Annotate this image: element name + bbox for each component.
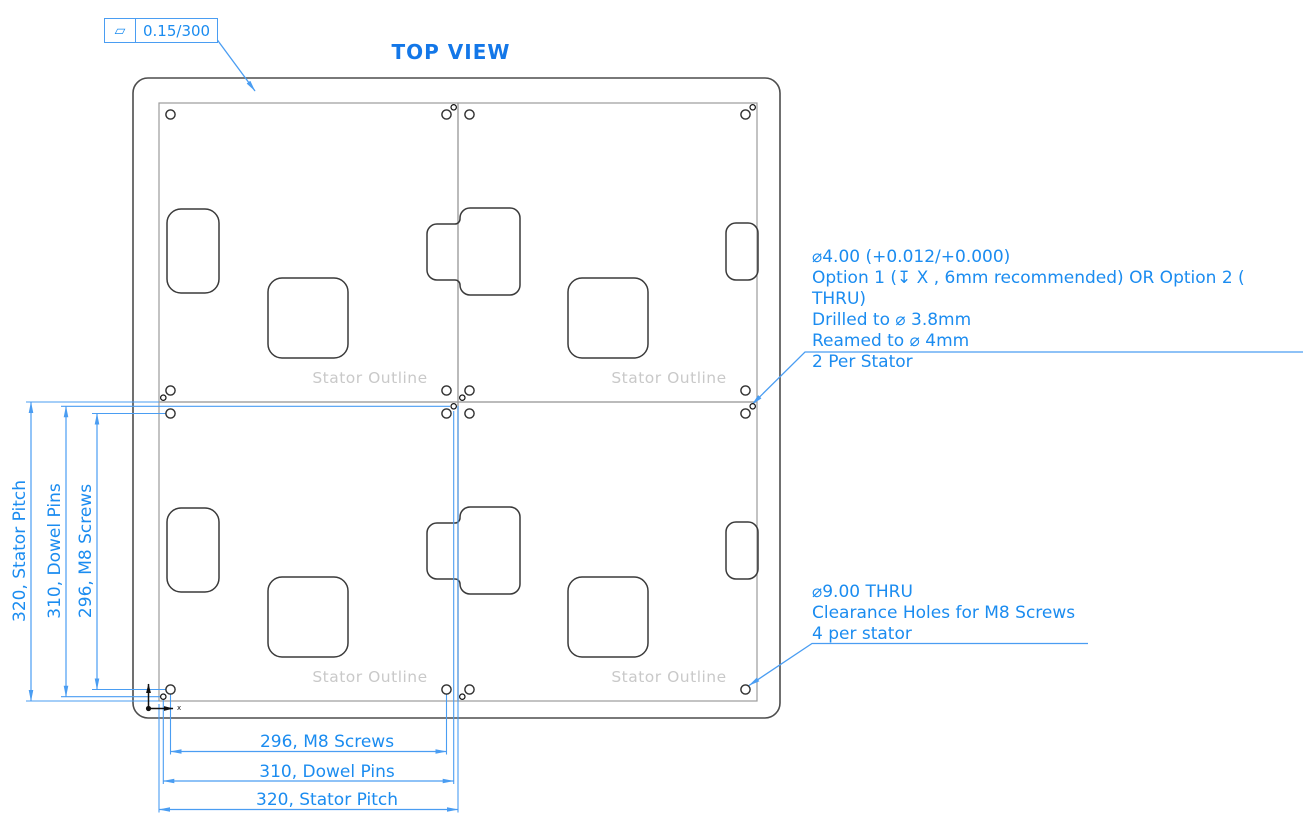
- dim-label-dowel-pins-horizontal: 310, Dowel Pins: [259, 762, 395, 782]
- dim-label-m8-screws-vertical: 296, M8 Screws: [76, 483, 96, 619]
- m8-clearance-hole: [740, 109, 751, 120]
- flatness-tolerance-value: 0.15/300: [143, 21, 211, 40]
- dowel-pin-hole: [458, 394, 466, 402]
- dimension-lines: [28, 401, 459, 812]
- m8-clearance-hole: [740, 385, 751, 396]
- view-title: TOP VIEW: [391, 40, 511, 64]
- stator-outline-label: Stator Outline: [312, 668, 428, 686]
- cutout-cross-bottom: [426, 506, 521, 595]
- dowel-pin-hole-note: ⌀4.00 (+0.012/+0.000) Option 1 (↧ X , 6m…: [812, 247, 1303, 373]
- m8-clearance-hole: [165, 109, 176, 120]
- stator-outline-label: Stator Outline: [611, 369, 727, 387]
- hole-pattern: [160, 104, 757, 701]
- m8-clearance-hole: [165, 385, 176, 396]
- m8-clearance-hole: [165, 408, 176, 419]
- leader-dowel-pin-note: [751, 351, 1303, 405]
- dowel-pin-hole: [450, 104, 458, 111]
- note-line: Reamed to ⌀ 4mm: [812, 331, 970, 351]
- note-line: Clearance Holes for M8 Screws: [812, 603, 1076, 623]
- m8-clearance-hole: [441, 408, 452, 419]
- base-plate-outline: [132, 77, 781, 719]
- m8-clearance-hole: [441, 684, 452, 695]
- dim-label-stator-pitch-vertical: 320, Stator Pitch: [10, 480, 30, 622]
- dowel-pin-hole: [749, 402, 757, 410]
- m8-clearance-hole: [740, 408, 751, 419]
- plate-cutouts: [166, 207, 759, 658]
- cutout-cross-top: [426, 207, 521, 296]
- stator-outline-label: Stator Outline: [611, 668, 727, 686]
- cutout-square-bottom-left: [267, 576, 349, 658]
- cutout-edge-tab-bottom: [725, 521, 759, 580]
- flatness-symbol-icon: ▱: [105, 19, 136, 42]
- m8-clearance-hole: [165, 684, 176, 695]
- m8-clearance-hole: [740, 684, 751, 695]
- origin-triad: [145, 683, 174, 712]
- flatness-tolerance-frame: ▱ 0.15/300: [104, 18, 219, 43]
- extension-lines: [26, 401, 459, 813]
- dim-label-m8-screws-horizontal: 296, M8 Screws: [259, 732, 395, 752]
- cutout-tall-slot-top: [166, 208, 220, 294]
- cutout-square-bottom-right: [567, 576, 649, 658]
- m8-clearance-hole: [464, 109, 475, 120]
- cutout-square-top-right: [567, 277, 649, 359]
- m8-clearance-hole: [441, 109, 452, 120]
- note-line: Drilled to ⌀ 3.8mm: [812, 310, 972, 330]
- dowel-pin-hole: [450, 402, 458, 410]
- note-line: ⌀4.00 (+0.012/+0.000): [812, 247, 1011, 267]
- m8-clearance-hole: [464, 684, 475, 695]
- note-line: ⌀9.00 THRU: [812, 582, 913, 602]
- dowel-pin-hole: [458, 693, 466, 701]
- stator-outline-label: Stator Outline: [312, 369, 428, 387]
- dowel-pin-hole: [160, 693, 167, 701]
- note-line: 2 Per Stator: [812, 352, 913, 372]
- dim-label-stator-pitch-horizontal: 320, Stator Pitch: [256, 790, 398, 810]
- leader-clearance-note: [748, 642, 1088, 687]
- m8-clearance-hole: [441, 385, 452, 396]
- cutout-square-top-left: [267, 277, 349, 359]
- dim-label-dowel-pins-vertical: 310, Dowel Pins: [45, 483, 65, 619]
- dowel-pin-hole: [160, 394, 167, 402]
- clearance-hole-note: ⌀9.00 THRU Clearance Holes for M8 Screws…: [812, 582, 1075, 645]
- cutout-edge-tab-top: [725, 222, 759, 281]
- note-line: 4 per stator: [812, 624, 912, 644]
- origin-x-axis-label: x: [177, 704, 182, 712]
- note-line: Option 1 (↧ X , 6mm recommended) OR Opti…: [812, 268, 1245, 309]
- dowel-pin-hole: [749, 104, 757, 111]
- cutout-tall-slot-bottom: [166, 507, 220, 593]
- m8-clearance-hole: [464, 385, 475, 396]
- m8-clearance-hole: [464, 408, 475, 419]
